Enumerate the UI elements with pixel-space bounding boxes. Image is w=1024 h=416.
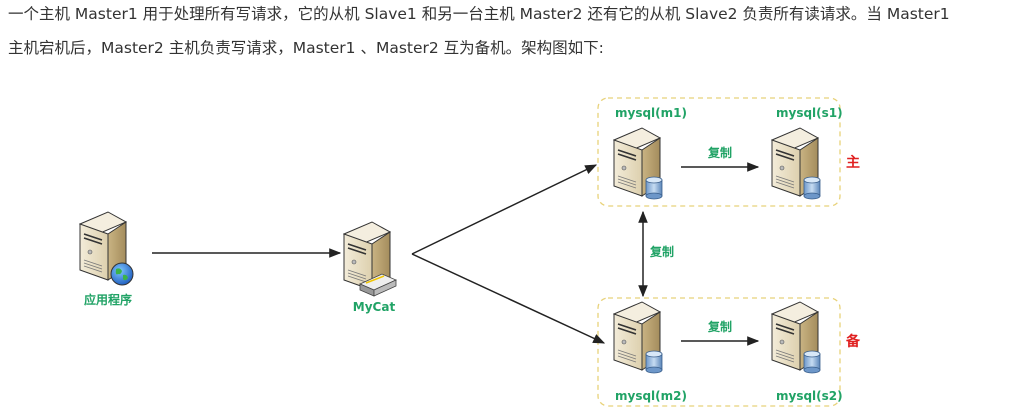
m1-m2-replication-label: 复制 xyxy=(649,244,674,259)
s2-label: mysql(s2) xyxy=(776,389,843,403)
m1-label: mysql(m1) xyxy=(615,106,687,120)
primary-group-box xyxy=(597,97,841,207)
globe-icon xyxy=(110,262,134,286)
app-server-node xyxy=(79,211,134,286)
primary-tag: 主 xyxy=(846,154,860,171)
s1-label: mysql(s1) xyxy=(776,106,843,120)
m2-server-node xyxy=(613,301,663,374)
s2-server-node xyxy=(771,301,821,374)
mycat-server-node xyxy=(343,221,397,297)
app-label: 应用程序 xyxy=(84,292,132,307)
database-icon xyxy=(803,176,821,200)
description-line-2: 主机宕机后，Master2 主机负责写请求，Master1 、Master2 互… xyxy=(8,39,604,57)
mycat-to-m2-arrow xyxy=(411,253,606,344)
backup-tag: 备 xyxy=(845,333,861,350)
backup-group-box xyxy=(597,297,841,407)
s1-server-node xyxy=(771,127,821,200)
database-icon xyxy=(645,176,663,200)
description-line-1: 一个主机 Master1 用于处理所有写请求，它的从机 Slave1 和另一台主… xyxy=(8,5,950,23)
m2-s2-replication-label: 复制 xyxy=(707,319,732,334)
m2-label: mysql(m2) xyxy=(615,389,687,403)
mycat-to-m1-arrow xyxy=(411,164,598,255)
m1-s1-replication-label: 复制 xyxy=(707,145,732,160)
mycat-label: MyCat xyxy=(353,300,396,314)
router-icon xyxy=(359,273,397,297)
database-icon xyxy=(803,350,821,374)
database-icon xyxy=(645,350,663,374)
m1-server-node xyxy=(613,127,663,200)
